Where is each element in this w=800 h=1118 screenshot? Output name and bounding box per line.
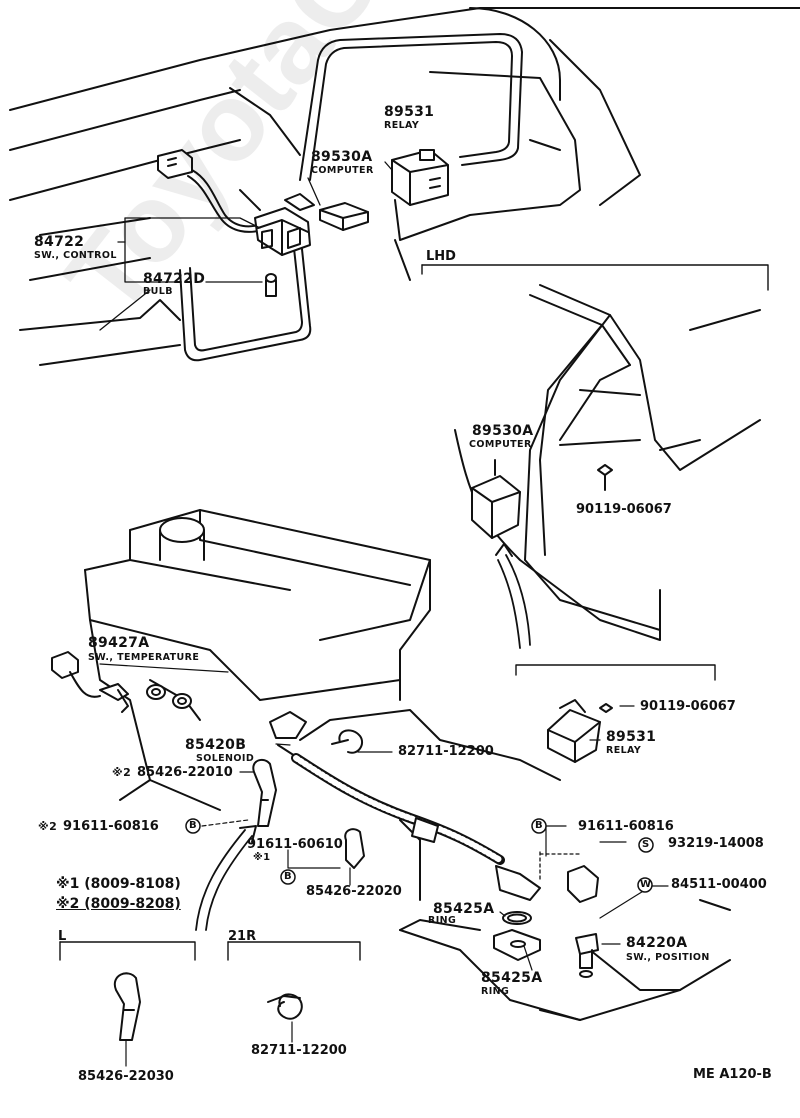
part-number-85426-22020: 85426-22020 xyxy=(306,884,402,899)
note-2: ※2 (8009-8208) xyxy=(56,896,181,912)
part-number-91611-60610: 91611-60610 xyxy=(247,837,343,852)
bolt-lhd-shape xyxy=(597,464,613,491)
part-desc-relay-top: RELAY xyxy=(384,120,420,131)
mark-91611-60816-left: ※2 xyxy=(38,820,58,833)
part-desc-computer-top: COMPUTER xyxy=(311,165,374,176)
relay-top-shape xyxy=(391,149,449,206)
part-number-91611-60816-right: 91611-60816 xyxy=(578,819,674,834)
part-desc-sw-temperature: SW., TEMPERATURE xyxy=(88,652,200,663)
part-number-90119-b: 90119-06067 xyxy=(640,699,736,714)
part-desc-ring-1: RING xyxy=(428,915,457,926)
part-number-89531-lhd: 89531 xyxy=(606,729,657,745)
switch-control-shape xyxy=(157,149,315,256)
section-brackets xyxy=(59,941,361,961)
part-number-84722d: 84722D xyxy=(143,271,206,287)
section-label-l: L xyxy=(58,929,67,944)
part-number-91611-60816-left: 91611-60816 xyxy=(63,819,159,834)
part-number-84722: 84722 xyxy=(34,234,85,250)
part-number-85426-22030: 85426-22030 xyxy=(78,1069,174,1084)
arrow-lower-left xyxy=(195,825,257,931)
marker-w: W xyxy=(640,879,652,890)
figure-code: ME A120-B xyxy=(693,1067,772,1082)
rings-shape xyxy=(493,911,599,978)
leader-84722-group xyxy=(99,161,393,331)
section-label-lhd: LHD xyxy=(426,249,456,264)
part-number-85426-22010: 85426-22010 xyxy=(137,765,233,780)
clamp-shape-b xyxy=(267,993,303,1043)
marker-circles xyxy=(185,818,654,893)
part-number-85420b: 85420B xyxy=(185,737,247,753)
section-label-21r: 21R xyxy=(228,929,257,944)
dashboard-outline xyxy=(9,7,800,366)
clamp-shape-a xyxy=(331,729,364,754)
arrow-lhd xyxy=(495,543,716,681)
lhd-section xyxy=(421,264,769,641)
part-number-82711-b: 82711-12200 xyxy=(251,1043,347,1058)
part-desc-sw-control: SW., CONTROL xyxy=(34,250,117,261)
computer-top-shape xyxy=(319,202,369,231)
mark-85426-22010: ※2 xyxy=(112,766,132,779)
part-number-89530a-lhd: 89530A xyxy=(472,423,534,439)
part-number-84220a: 84220A xyxy=(626,935,688,951)
part-desc-computer-lhd: COMPUTER xyxy=(469,439,532,450)
part-number-93219: 93219-14008 xyxy=(668,836,764,851)
part-number-90119-a: 90119-06067 xyxy=(576,502,672,517)
marker-b-1: B xyxy=(189,820,198,831)
part-desc-ring-2: RING xyxy=(481,986,510,997)
leaders-bottom xyxy=(99,663,669,971)
bracket-22030-shape xyxy=(113,972,141,1067)
part-desc-bulb: BULB xyxy=(143,286,173,297)
bulb-shape xyxy=(265,273,277,297)
part-number-89531-top: 89531 xyxy=(384,104,435,120)
relay-lhd-shape xyxy=(547,699,613,763)
part-desc-relay-lhd: RELAY xyxy=(606,745,642,756)
support-frame xyxy=(179,33,523,362)
part-number-89530a-top: 89530A xyxy=(311,149,373,165)
engine-outline xyxy=(84,509,731,1021)
part-desc-solenoid: SOLENOID xyxy=(196,753,255,764)
mark-91611-60610: ※1 xyxy=(253,852,271,863)
note-1: ※1 (8009-8108) xyxy=(56,876,181,892)
part-number-85425a-1: 85425A xyxy=(433,901,495,917)
part-number-84511: 84511-00400 xyxy=(671,877,767,892)
marker-b-2: B xyxy=(284,871,293,882)
part-number-89427a: 89427A xyxy=(88,635,150,651)
bracket-22010-shape xyxy=(252,758,277,827)
part-number-82711-a: 82711-12200 xyxy=(398,744,494,759)
computer-lhd-shape xyxy=(471,459,521,539)
part-desc-sw-position: SW., POSITION xyxy=(626,952,710,963)
marker-b-3: B xyxy=(535,820,544,831)
solenoid-cable-shape xyxy=(269,711,599,903)
part-number-85425a-2: 85425A xyxy=(481,970,543,986)
temp-switch-shape xyxy=(51,651,192,713)
marker-s: S xyxy=(642,839,650,850)
bracket-22020-shape xyxy=(344,828,365,869)
